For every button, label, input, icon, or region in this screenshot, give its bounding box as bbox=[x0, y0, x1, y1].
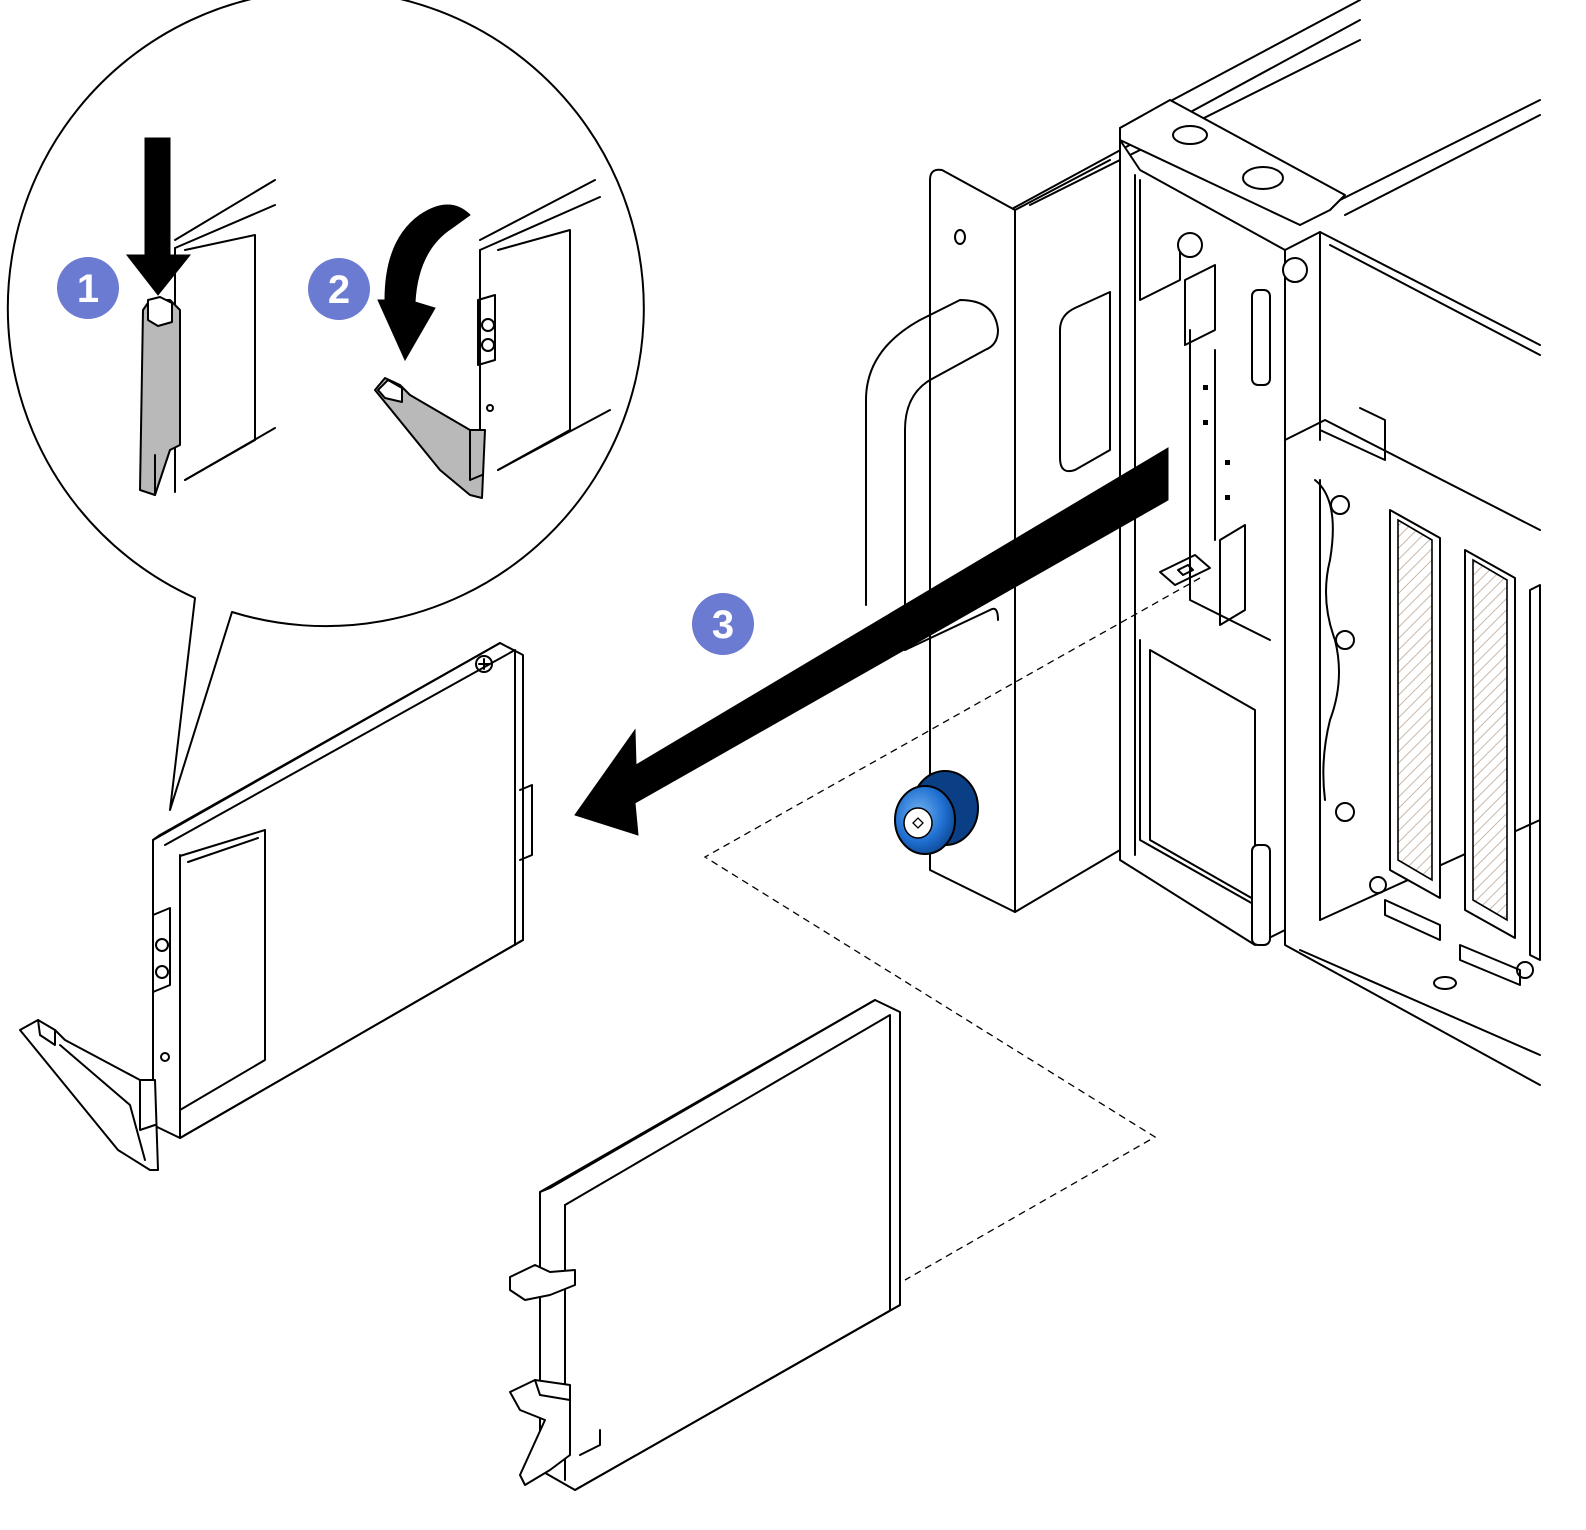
down-arrow-icon bbox=[125, 137, 192, 296]
blue-thumbscrew-icon bbox=[894, 770, 979, 855]
server-chassis bbox=[865, 0, 1541, 1086]
callout-bubble bbox=[6, 0, 645, 811]
step-1-number: 1 bbox=[77, 267, 99, 311]
zoom-callout bbox=[6, 0, 645, 811]
step-1-badge: 1 bbox=[57, 257, 119, 319]
callout-drive-open bbox=[374, 179, 611, 499]
curved-arrow-icon bbox=[377, 204, 471, 362]
drive-filler bbox=[509, 999, 901, 1491]
step-3-badge: 3 bbox=[692, 593, 754, 655]
step-3-number: 3 bbox=[712, 603, 734, 647]
step-2-number: 2 bbox=[328, 268, 350, 312]
removed-drive bbox=[19, 642, 533, 1171]
pull-arrow-icon bbox=[574, 447, 1169, 836]
locator-dashed-outline bbox=[703, 577, 1201, 1281]
callout-drive-closed bbox=[139, 179, 276, 496]
step-2-badge: 2 bbox=[308, 258, 370, 320]
